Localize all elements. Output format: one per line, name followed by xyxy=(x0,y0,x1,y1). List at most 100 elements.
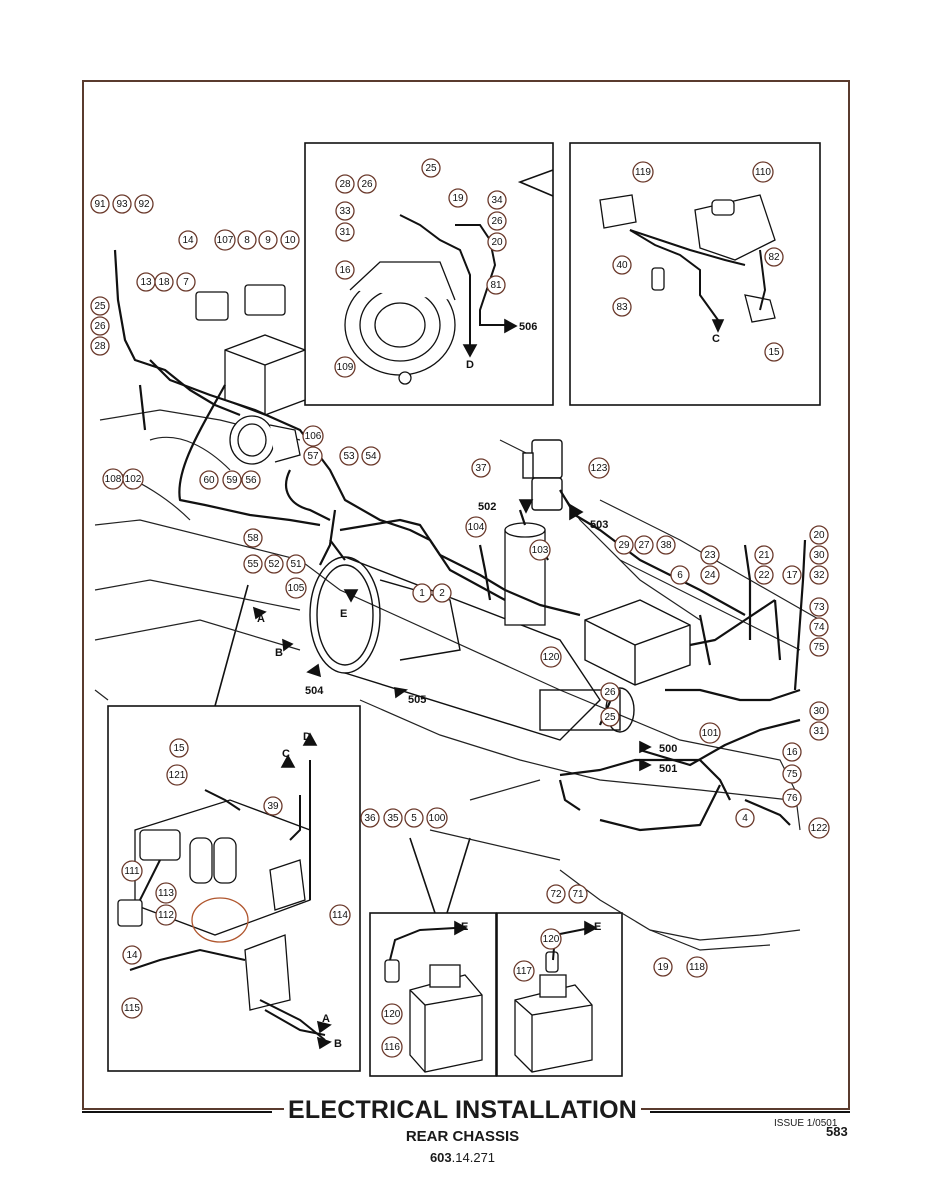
arrow-label-B: B xyxy=(275,647,283,659)
tank-106 xyxy=(195,284,306,416)
callout-number: 31 xyxy=(339,227,351,238)
callout-ring xyxy=(335,222,355,242)
callout-number: 16 xyxy=(786,747,798,758)
callout-ring xyxy=(404,808,424,828)
callout-number: 5 xyxy=(411,813,417,824)
callout-number: 122 xyxy=(811,823,828,834)
callout-number: 34 xyxy=(491,195,503,206)
callout-75: 75 xyxy=(782,764,802,784)
reservoir-104 xyxy=(504,522,546,626)
callout-ring xyxy=(809,637,829,657)
callout-34: 34 xyxy=(487,190,507,210)
callout-21: 21 xyxy=(754,545,774,565)
callout-31: 31 xyxy=(335,222,355,242)
callout-ring xyxy=(540,646,562,668)
callout-number: 56 xyxy=(245,475,257,486)
callout-ring xyxy=(241,470,261,490)
callout-number: 15 xyxy=(768,347,780,358)
callout-4: 4 xyxy=(735,808,755,828)
title-rule-left xyxy=(82,1111,272,1113)
callout-52: 52 xyxy=(264,554,284,574)
callout-38: 38 xyxy=(656,535,676,555)
callout-ring xyxy=(432,583,452,603)
callout-number: 75 xyxy=(786,769,798,780)
arrow-label-505: 505 xyxy=(408,694,426,706)
callout-number: 32 xyxy=(813,570,825,581)
callout-111: 111 xyxy=(121,860,143,882)
drawing-reference: 603.14.271 xyxy=(429,1150,496,1165)
callout-106: 106 xyxy=(302,425,324,447)
callout-number: 26 xyxy=(604,687,616,698)
callout-118: 118 xyxy=(686,956,708,978)
callout-number: 53 xyxy=(343,451,355,462)
callout-number: 9 xyxy=(265,235,271,246)
callout-number: 91 xyxy=(94,199,106,210)
callout-120: 120 xyxy=(540,928,562,950)
callout-119: 119 xyxy=(632,161,654,183)
callout-ring xyxy=(754,545,774,565)
callout-ring xyxy=(258,230,278,250)
callout-number: 71 xyxy=(572,889,584,900)
title-rule-right xyxy=(650,1111,850,1113)
callout-ring xyxy=(634,535,654,555)
callout-28: 28 xyxy=(90,336,110,356)
callout-number: 106 xyxy=(305,431,322,442)
callout-121: 121 xyxy=(166,764,188,786)
callout-5: 5 xyxy=(404,808,424,828)
callout-ring xyxy=(809,701,829,721)
callout-ring xyxy=(486,275,506,295)
callout-number: 20 xyxy=(491,237,503,248)
callout-ring xyxy=(540,928,562,950)
callout-ring xyxy=(653,957,673,977)
callout-number: 18 xyxy=(158,277,170,288)
callout-22: 22 xyxy=(754,565,774,585)
callout-33: 33 xyxy=(335,201,355,221)
callout-123: 123 xyxy=(588,457,610,479)
callout-20: 20 xyxy=(809,525,829,545)
issue-label: ISSUE 1/0501 xyxy=(774,1118,838,1129)
callout-32: 32 xyxy=(809,565,829,585)
callout-number: 23 xyxy=(704,550,716,561)
callout-ring xyxy=(361,446,381,466)
callout-number: 83 xyxy=(616,302,628,313)
callout-number: 35 xyxy=(387,813,399,824)
callout-ring xyxy=(465,516,487,538)
callout-number: 123 xyxy=(591,463,608,474)
filter-assembly xyxy=(117,799,311,1011)
callout-number: 4 xyxy=(742,813,748,824)
callout-17: 17 xyxy=(782,565,802,585)
callout-113: 113 xyxy=(155,882,177,904)
callout-number: 103 xyxy=(532,545,549,556)
inset-box-reservoir xyxy=(569,142,821,406)
callout-ring xyxy=(335,174,355,194)
callout-number: 19 xyxy=(452,193,464,204)
callout-ring xyxy=(686,956,708,978)
callout-14: 14 xyxy=(178,230,198,250)
arrow-label-504: 504 xyxy=(305,685,324,697)
callout-number: 111 xyxy=(124,866,140,877)
callout-8: 8 xyxy=(237,230,257,250)
callout-26: 26 xyxy=(90,316,110,336)
callout-number: 116 xyxy=(384,1042,400,1053)
callout-ring xyxy=(280,230,300,250)
callout-number: 110 xyxy=(755,167,771,178)
callout-number: 1 xyxy=(419,588,425,599)
callout-60: 60 xyxy=(199,470,219,490)
callout-ring xyxy=(809,721,829,741)
callout-29: 29 xyxy=(614,535,634,555)
coolant-reservoir-110 xyxy=(599,194,776,323)
page-title: ELECTRICAL INSTALLATION xyxy=(0,1096,925,1125)
callout-105: 105 xyxy=(285,577,307,599)
callout-number: 108 xyxy=(105,474,122,485)
callout-number: 114 xyxy=(332,910,348,921)
callout-109: 109 xyxy=(334,356,356,378)
callout-ring xyxy=(700,565,720,585)
callout-number: 27 xyxy=(638,540,650,551)
callout-ring xyxy=(782,788,802,808)
callout-ring xyxy=(214,229,236,251)
page-number: 583 xyxy=(826,1124,848,1139)
callout-ring xyxy=(809,545,829,565)
callout-ring xyxy=(154,272,174,292)
callout-ring xyxy=(700,545,720,565)
